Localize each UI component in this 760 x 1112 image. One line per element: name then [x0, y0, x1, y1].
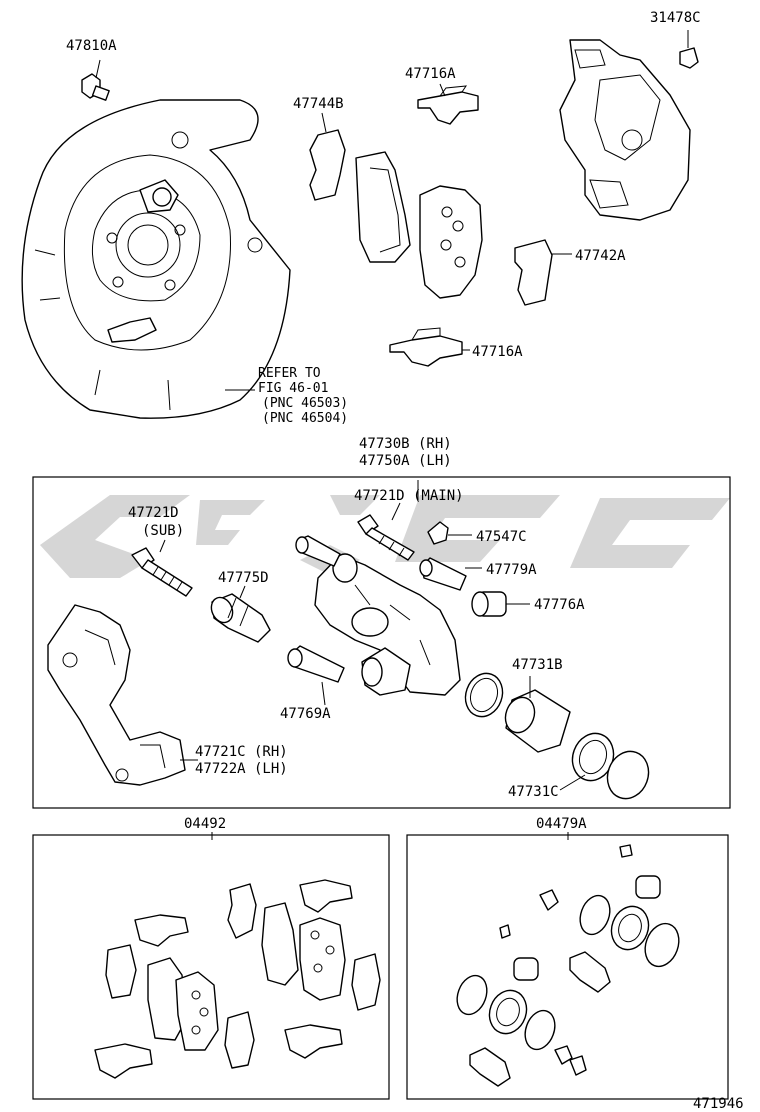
label-47716a-top: 47716A: [405, 66, 456, 82]
label-47716a-bottom: 47716A: [472, 344, 523, 360]
brake-pad-left: [355, 151, 411, 263]
label-47547c: 47547C: [476, 529, 527, 545]
label-47721d-main: 47721D (MAIN): [354, 488, 464, 504]
label-47721d-sub-tag: (SUB): [142, 523, 184, 539]
seal-ring: [464, 672, 504, 718]
label-31478c: 31478C: [650, 10, 701, 26]
label-47775d: 47775D: [218, 570, 269, 586]
label-47776a: 47776A: [534, 597, 585, 613]
piston-lower: [361, 647, 411, 696]
clip-47716a-top: [417, 85, 479, 125]
label-47769a: 47769A: [280, 706, 331, 722]
leader-lines: [95, 30, 689, 840]
label-47730b: 47730B (RH): [359, 436, 452, 452]
brake-pad-right: [419, 185, 483, 299]
pin-upper: [295, 535, 341, 567]
caliper-body: [314, 553, 461, 696]
figure-number: 471946: [693, 1096, 744, 1112]
label-refer-2: FIG 46-01: [258, 381, 328, 396]
label-47721d-sub: 47721D: [128, 505, 179, 521]
bolt-47810a: [81, 73, 110, 101]
clip-47716a-bottom: [389, 327, 463, 367]
boot-47775d: [210, 593, 271, 643]
backing-plate-assembly: [21, 99, 291, 419]
label-refer-1: REFER TO: [258, 366, 321, 381]
piston-47731b: [504, 689, 571, 753]
label-47750a: 47750A (LH): [359, 453, 452, 469]
label-refer-4: (PNC 46504): [262, 411, 348, 426]
bolt-47721d-sub: [131, 547, 193, 597]
label-47731b: 47731B: [512, 657, 563, 673]
caliper-bracket: [47, 604, 186, 786]
label-47721c: 47721C (RH): [195, 744, 288, 760]
label-47744b: 47744B: [293, 96, 344, 112]
label-kit-04479a: 04479A: [536, 816, 587, 832]
label-47779a: 47779A: [486, 562, 537, 578]
label-kit-04492: 04492: [184, 816, 226, 832]
cap-31478c: [679, 47, 699, 69]
part-labels: 47810A 31478C 47716A 47744B 47742A 47716…: [66, 10, 744, 1112]
kit-box-04492: [32, 834, 390, 1100]
kit-04479a-parts: [456, 844, 680, 1087]
pin-47779a: [419, 557, 467, 591]
boot-47731c: [571, 732, 650, 800]
pin-47769a: [287, 645, 345, 683]
kit-04492-parts: [94, 879, 381, 1079]
bleeder-47547c: [427, 521, 449, 545]
label-refer-3: (PNC 46503): [262, 396, 348, 411]
label-47722a: 47722A (LH): [195, 761, 288, 777]
bushing-47776a: [471, 591, 507, 617]
shim-47744b: [309, 129, 346, 201]
caliper-assembly-box: [32, 476, 731, 809]
label-47731c: 47731C: [508, 784, 559, 800]
label-47810a: 47810A: [66, 38, 117, 54]
caliper-housing-top: [559, 39, 691, 221]
shim-47742a: [514, 239, 553, 306]
label-47742a: 47742A: [575, 248, 626, 264]
bolt-47721d-main: [357, 514, 415, 561]
